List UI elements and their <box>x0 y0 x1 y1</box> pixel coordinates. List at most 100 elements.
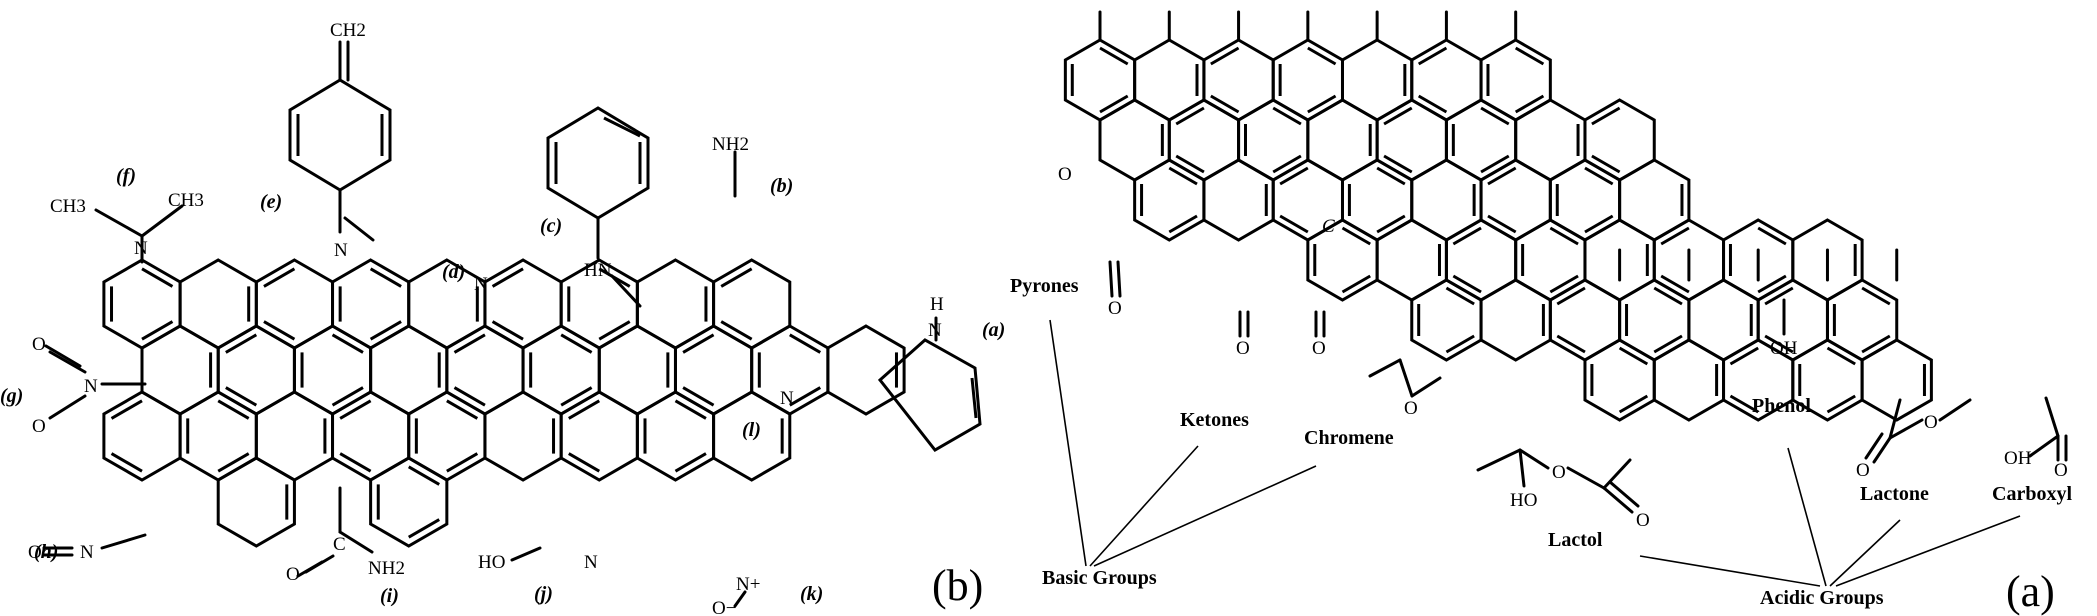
b-ring-3 <box>331 258 411 350</box>
atom-o-oxide: O− <box>712 598 736 616</box>
atom-n-pyridone: N <box>584 552 598 573</box>
double-bond <box>1549 226 1579 246</box>
double-bond <box>491 320 524 341</box>
double-bond <box>682 333 715 354</box>
double-bond <box>1861 334 1891 354</box>
a-ring-9 <box>1237 98 1310 182</box>
a-ring-5 <box>1410 38 1483 122</box>
double-bond <box>453 386 486 407</box>
double-bond <box>1729 394 1759 414</box>
atom-n-amine: N <box>134 238 148 259</box>
center-carbon-label: C <box>1322 216 1335 237</box>
arrow-to-phenol <box>1787 447 1827 587</box>
a-ring-33 <box>1548 278 1622 362</box>
double-bond <box>263 267 296 288</box>
double-bond <box>1279 166 1309 186</box>
atom-o-lactol: O <box>1636 510 1650 531</box>
double-bond <box>682 386 715 407</box>
double-bond <box>407 518 440 539</box>
double-bond <box>1341 226 1371 246</box>
double-bond <box>331 386 364 407</box>
atom-ho-lactol: HO <box>1510 490 1537 511</box>
double-bond <box>491 267 524 288</box>
double-bond <box>1417 94 1448 114</box>
a-ring-21 <box>1548 158 1622 242</box>
double-bond <box>1376 214 1406 234</box>
double-bond <box>1376 166 1406 186</box>
double-bond <box>141 320 174 341</box>
label-basic-groups: Basic Groups <box>1042 567 1157 589</box>
atom-h-pyrrole: H <box>930 294 944 315</box>
tag-d: (d) <box>442 261 465 283</box>
double-bond <box>1445 286 1475 306</box>
tag-g: (g) <box>0 385 23 407</box>
b-ring-25 <box>559 390 639 482</box>
b-ring-23 <box>407 390 487 482</box>
double-bond <box>1549 274 1579 294</box>
a-ring-34 <box>1618 278 1691 362</box>
double-bond <box>1168 166 1198 186</box>
double-bond <box>1660 226 1690 246</box>
atom-o-lactone-ring: O <box>1924 412 1938 433</box>
atom-o-nitro-1: O <box>32 334 46 355</box>
double-bond <box>1826 346 1856 366</box>
double-bond <box>1764 286 1794 306</box>
b-ring-9 <box>140 324 220 416</box>
panel-label-a: (a) <box>2006 567 2055 616</box>
b-ring-0 <box>102 258 182 350</box>
b-ring-22 <box>331 390 411 482</box>
atom-n-nitroso: N <box>80 542 94 563</box>
double-bond <box>1861 286 1891 306</box>
double-bond <box>110 452 143 473</box>
atom-nh2-top: NH2 <box>712 134 749 155</box>
double-bond <box>1591 106 1621 126</box>
atom-n-nitro: N <box>84 376 98 397</box>
oxygen-bonds-a <box>1108 260 2068 514</box>
atom-ch3-b: CH3 <box>168 190 204 211</box>
double-bond <box>1514 46 1545 66</box>
double-bond <box>674 399 707 420</box>
atom-oh-carboxyl: OH <box>2004 448 2032 469</box>
a-ring-20 <box>1479 158 1552 242</box>
tag-a: (a) <box>982 319 1005 341</box>
double-bond <box>110 399 143 420</box>
double-bond <box>217 399 250 420</box>
double-bond <box>568 452 601 473</box>
atom-ho-pyridone: HO <box>478 552 505 573</box>
double-bond <box>1445 334 1475 354</box>
a-ring-35 <box>1687 278 1760 362</box>
substituent-bonds-b <box>42 40 982 608</box>
atom-o-lactol-ring: O <box>1552 462 1566 483</box>
double-bond <box>225 333 258 354</box>
double-bond <box>1175 154 1205 174</box>
b-ring-21 <box>254 390 335 482</box>
atom-o-amide: O <box>286 564 300 585</box>
atom-o-lactone: O <box>1856 460 1870 481</box>
a-ring-0 <box>1063 38 1137 122</box>
b-ring-10 <box>216 324 296 416</box>
double-bond <box>560 386 593 407</box>
b-ring-20 <box>178 390 258 482</box>
double-bond <box>369 267 402 288</box>
arrow-to-carboxyl <box>1835 515 2021 587</box>
double-bond <box>1757 226 1787 246</box>
b-ring-14 <box>521 324 601 416</box>
b-ring-11 <box>292 324 373 416</box>
label-phenol: Phenol <box>1752 395 1811 417</box>
tag-h: (h) <box>34 541 58 563</box>
double-bond <box>1279 214 1309 234</box>
b-ring-29 <box>369 456 449 548</box>
tag-c: (c) <box>540 215 562 237</box>
tag-k: (k) <box>800 583 823 605</box>
double-bond <box>1383 154 1413 174</box>
b-ring-15 <box>597 324 677 416</box>
atom-n-oxide: N+ <box>736 574 760 595</box>
atom-labels-b: NH2 HN N N CH2 N CH3 CH3 N O O N O C O N… <box>28 20 944 616</box>
a-ring-19 <box>1410 158 1483 242</box>
double-bond <box>1584 166 1614 186</box>
atom-o-nitro-2: O <box>32 416 46 437</box>
atom-o-pyrone-ring: O <box>1058 164 1072 185</box>
tag-f: (f) <box>116 165 136 187</box>
atom-n-central: N <box>780 388 794 409</box>
